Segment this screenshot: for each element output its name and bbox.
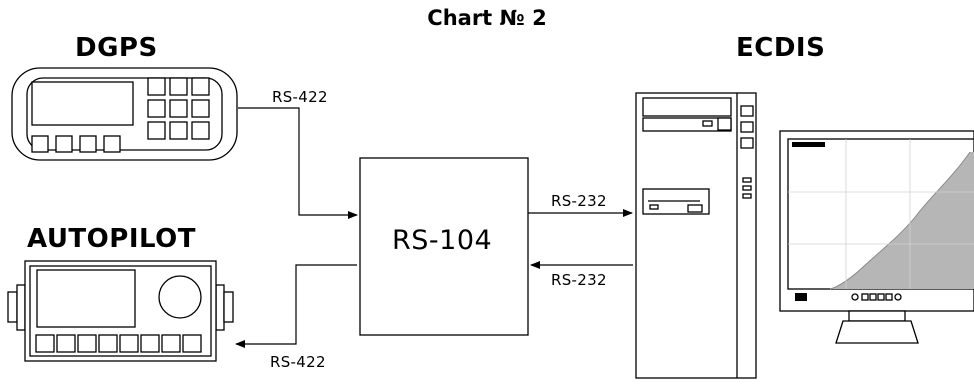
- converter-to-autopilot-line: [235, 264, 357, 348]
- ecdis-computer: [635, 92, 757, 379]
- dgps-device: [11, 67, 238, 161]
- conn-label-from-ecdis: RS-232: [551, 271, 607, 289]
- conn-label-dgps: RS-422: [272, 88, 328, 106]
- autopilot-label: AUTOPILOT: [27, 224, 196, 254]
- ecdis-label: ECDIS: [736, 33, 826, 63]
- chart-title: Chart № 2: [427, 6, 547, 30]
- ecdis-monitor: [779, 130, 974, 344]
- autopilot-device: [7, 260, 234, 362]
- converter-box: [359, 157, 529, 336]
- conn-label-to-ecdis: RS-232: [551, 192, 607, 210]
- dgps-to-converter-line: [238, 107, 358, 219]
- converter-label: RS-104: [392, 225, 493, 256]
- conn-label-autopilot: RS-422: [270, 353, 326, 371]
- dgps-label: DGPS: [75, 33, 158, 63]
